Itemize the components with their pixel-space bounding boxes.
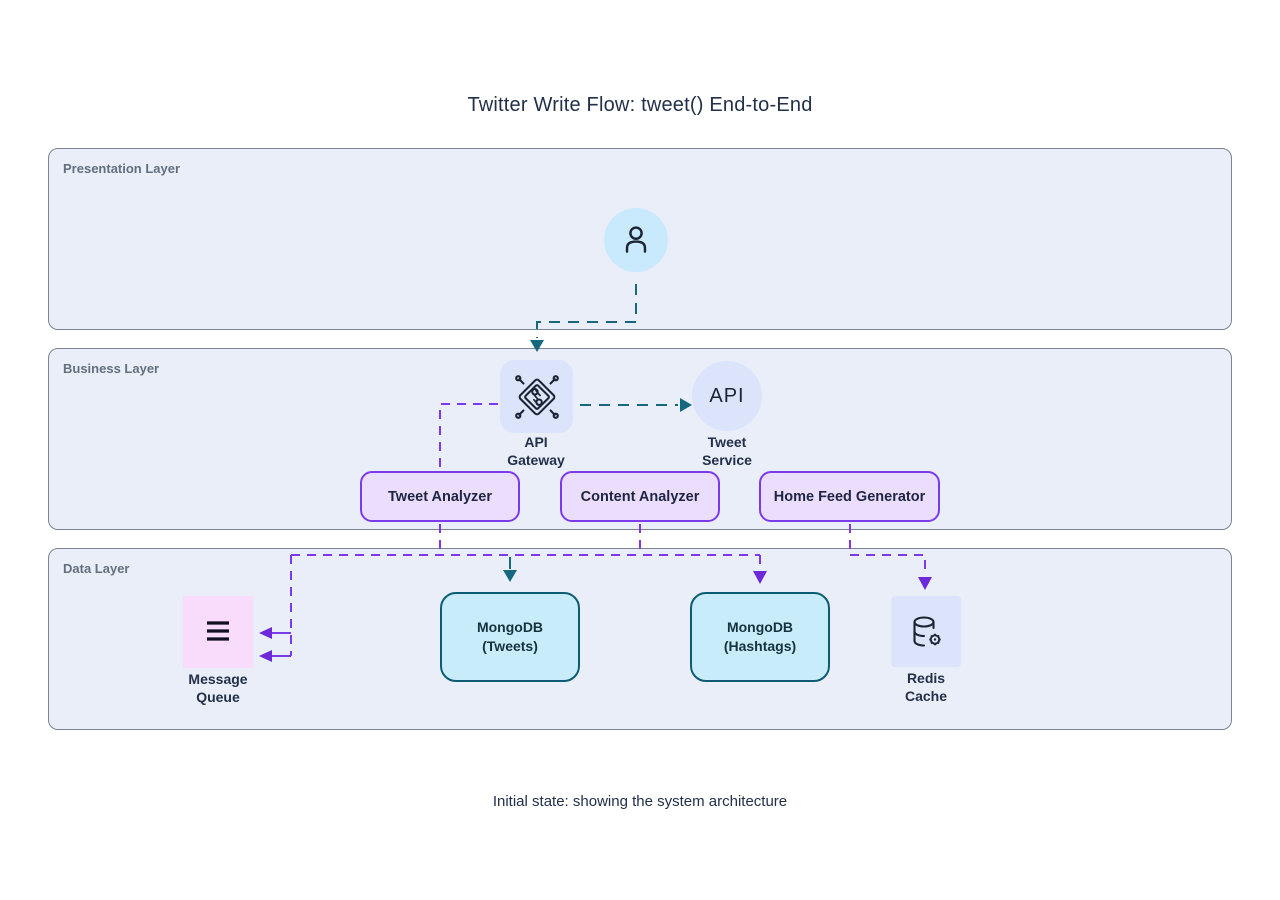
api-text-icon: API <box>709 384 745 407</box>
tweet-analyzer-node: Tweet Analyzer <box>360 471 520 522</box>
user-node <box>604 208 668 272</box>
layer-presentation-label: Presentation Layer <box>63 161 181 176</box>
redis-cache-icon <box>913 615 941 647</box>
message-queue-node <box>183 596 253 668</box>
mongodb-tweets-node: MongoDB (Tweets) <box>440 592 580 682</box>
message-queue-label: Message Queue <box>188 671 248 705</box>
redis-cache-label: Redis Cache <box>904 670 948 704</box>
home-feed-generator-node: Home Feed Generator <box>759 471 940 522</box>
api-gateway-node <box>500 360 573 433</box>
api-gateway-label: API Gateway <box>507 434 565 468</box>
tweet-service-label: Tweet Service <box>702 434 752 468</box>
tweet-service-node: API <box>692 361 762 431</box>
state-caption: Initial state: showing the system archit… <box>492 793 788 810</box>
user-icon <box>625 226 647 253</box>
api-gateway-icon <box>514 374 559 419</box>
page-title: Twitter Write Flow: tweet() End-to-End <box>467 94 813 116</box>
message-queue-icon <box>207 621 229 641</box>
layer-data-label: Data Layer <box>63 561 130 576</box>
redis-cache-node <box>891 596 961 667</box>
content-analyzer-node: Content Analyzer <box>560 471 720 522</box>
mongodb-hashtags-node: MongoDB (Hashtags) <box>690 592 830 682</box>
layer-business-label: Business Layer <box>63 361 160 376</box>
